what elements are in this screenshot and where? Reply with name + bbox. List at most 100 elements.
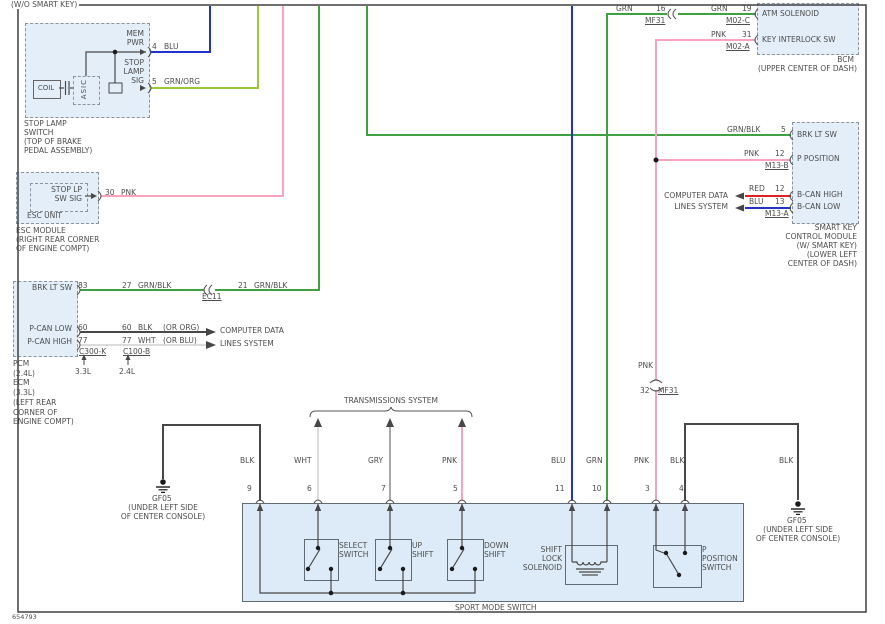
wire-label-blk-right: BLK [779,456,794,465]
wire-grnblk-smartkey [366,6,791,136]
stop-lamp-switch-box [25,23,150,118]
arrow-mem-pwr-pin [140,49,146,55]
wire-label-wht-pcan: WHT [138,336,156,345]
sport-mode-switch-caption: SPORT MODE SWITCH [455,603,537,612]
pin-arc-sig [147,82,152,94]
select-switch-label: SELECT SWITCH [339,541,369,559]
wire-blk-ground-right [684,423,799,501]
engine-3-3l: 3.3L [75,367,92,376]
pin-60a: 60 [78,323,88,332]
pin-5-sp: 5 [453,484,458,493]
wire-label-blu-sp: BLU [551,456,566,465]
arrow-stems [83,360,129,365]
wire-label-blk-1: BLK [240,456,255,465]
esc-caption: ESC MODULE (RIGHT REAR CORNER OF ENGINE … [16,226,100,253]
connector-symbols [76,8,794,504]
bcm-caption-1: BCM [837,55,854,64]
arrow-computer-data-2 [206,341,216,349]
p-position-switch-box [653,545,702,588]
coil-label: COIL [37,84,55,92]
connector-c100b: C100-B [123,347,151,356]
wire-pnk-esc [101,6,284,197]
wire-label-red: RED [749,184,765,193]
wire-label-grn-left: GRN [616,4,633,13]
ground-left-id: GF05 [152,494,172,503]
shift-lock-solenoid-box [565,545,618,585]
connector-m02a: M02-A [726,42,750,51]
pin-9: 9 [247,484,252,493]
wire-label-pnk-mid: PNK [638,361,654,370]
inner-wires [59,51,686,594]
colored-wires [80,6,799,501]
esc-inner-label: STOP LP SW SIG [51,185,82,203]
sk-brk-lt-sw: BRK LT SW [797,130,837,139]
wire-label-grn-right: GRN [711,4,728,13]
wire-grnorg-stoplamp [150,6,259,89]
pin-7: 7 [381,484,386,493]
arrow-bcan-high [735,192,744,200]
wire-label-blu: BLU [164,42,179,51]
connector-mf31-top: MF31 [645,16,666,25]
connector-m02c: M02-C [726,16,750,25]
arrow-c100b [125,354,131,360]
connector-mf31-mid: MF31 [658,386,679,395]
pin-5: 5 [152,77,157,86]
pin-60b: 60 [122,323,132,332]
mf31-mid-arc-1 [649,379,663,384]
esc-module-box [16,172,99,224]
ground-right-location: (UNDER LEFT SIDE OF CENTER CONSOLE) [755,525,841,543]
page-border [17,4,867,613]
pin-3: 3 [645,484,650,493]
ground-right-id: GF05 [787,516,807,525]
mf31-top-arc-2 [672,8,677,20]
bcm-atm-solenoid: ATM SOLENOID [762,9,820,18]
pin-19: 19 [742,4,752,13]
pin-5-sk: 5 [781,125,786,134]
pin-6: 6 [307,484,312,493]
wire-label-pnk-2: PNK [634,456,650,465]
down-shift-box [447,539,484,581]
pin-10: 10 [592,484,602,493]
bcm-caption-2: (UPPER CENTER OF DASH) [758,64,857,73]
wire-label-pnk-1: PNK [442,456,458,465]
transmissions-system-label: TRANSMISSIONS SYSTEM [344,396,438,405]
stop-lamp-caption: STOP LAMP SWITCH (TOP OF BRAKE PEDAL ASS… [24,119,93,155]
smart-key-caption: SMART KEY CONTROL MODULE (W/ SMART KEY) … [785,223,857,268]
pcm-brk-lt-sw: BRK LT SW [32,283,72,292]
wire-label-grnblk-2: GRN/BLK [254,281,288,290]
pin-31: 31 [742,30,752,39]
computer-data-lines-2: COMPUTER DATA LINES SYSTEM [664,191,728,211]
arrow-c300k [81,354,87,360]
esc-inner-box [30,183,88,212]
connector-c300k: C300-K [79,347,107,356]
mf31-top-arc-1 [667,8,672,20]
wire-label-grnblk-sk: GRN/BLK [727,125,761,134]
computer-data-lines-1: COMPUTER DATA LINES SYSTEM [220,326,284,348]
pin-30: 30 [105,188,115,197]
wire-label-blk-pcan: BLK [138,323,153,332]
wire-pnk-bcm-1 [655,39,756,380]
sk-p-position: P POSITION [797,154,840,163]
asic-box [73,76,100,105]
arrow-trans-pnk [458,418,466,427]
stop-lamp-sig-label: STOP LAMP SIG [123,58,144,85]
pin-13: 13 [775,197,785,206]
p-position-switch-label: P POSITION SWITCH [702,545,738,572]
wire-label-pnk-esc: PNK [121,188,137,197]
bcm-key-interlock: KEY INTERLOCK SW [762,35,836,44]
wire-label-gry: GRY [368,456,384,465]
pin-32: 32 [640,386,650,395]
arrow-computer-data-1 [206,328,216,336]
pin-77a: 77 [78,336,88,345]
wire-label-wht: WHT [294,456,312,465]
pin-11: 11 [555,484,565,493]
wire-blk-ground-left [162,424,261,501]
ec11-arc-1 [203,284,208,296]
sk-bcan-high: B-CAN HIGH [797,190,843,199]
pcm-box [13,281,78,357]
wire-label-pnk-bcm: PNK [711,30,727,39]
arrow-sig-pin [140,85,146,91]
pin-27: 27 [122,281,132,290]
